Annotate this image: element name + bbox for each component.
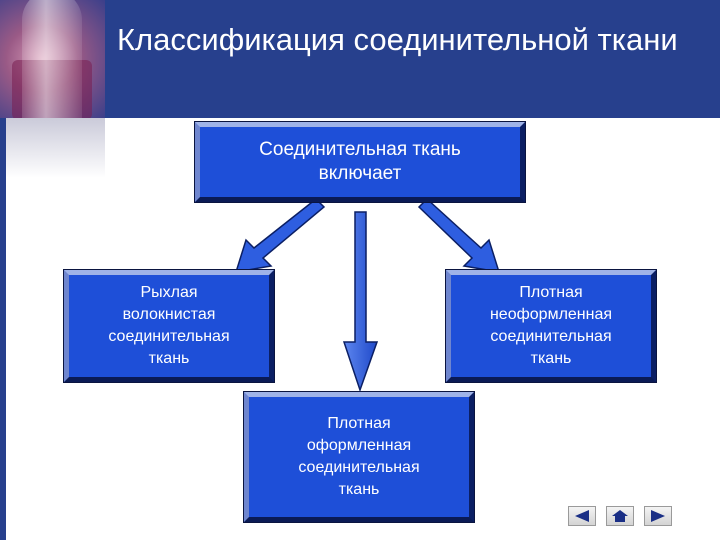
node-line: соединительная (490, 328, 612, 345)
node-line: Плотная (519, 284, 583, 301)
node-line: Плотная (327, 415, 391, 432)
node-line: соединительная (298, 459, 420, 476)
triangle-left-icon (575, 510, 589, 522)
left-accent-bar (0, 118, 6, 540)
arrow-to-loose-tissue (234, 197, 326, 273)
flask-image (0, 0, 105, 118)
flask-reflection (0, 118, 105, 178)
root-node-line: включает (318, 163, 402, 184)
triangle-right-icon (651, 510, 665, 522)
root-node-line: Соединительная ткань (259, 139, 461, 160)
node-line: ткань (148, 350, 190, 367)
slide-title: Классификация соединительной ткани (117, 22, 678, 57)
node-line: оформленная (306, 437, 412, 454)
node-line: Рыхлая (140, 284, 198, 301)
home-button[interactable] (606, 506, 634, 526)
node-line: ткань (530, 350, 572, 367)
prev-slide-button[interactable] (568, 506, 596, 526)
arrow-to-dense-regular (342, 211, 379, 393)
node-line: волокнистая (122, 306, 216, 323)
arrow-to-dense-irregular (417, 197, 501, 273)
root-node: Соединительная ткань включает (194, 121, 526, 203)
loose-tissue-node: Рыхлая волокнистая соединительная ткань (63, 269, 275, 383)
dense-regular-node: Плотная оформленная соединительная ткань (243, 391, 475, 523)
dense-irregular-node: Плотная неоформленная соединительная тка… (445, 269, 657, 383)
node-line: неоформленная (489, 306, 613, 323)
node-line: ткань (338, 481, 380, 498)
node-line: соединительная (108, 328, 230, 345)
next-slide-button[interactable] (644, 506, 672, 526)
home-icon (612, 510, 628, 522)
slide-header (0, 0, 720, 118)
